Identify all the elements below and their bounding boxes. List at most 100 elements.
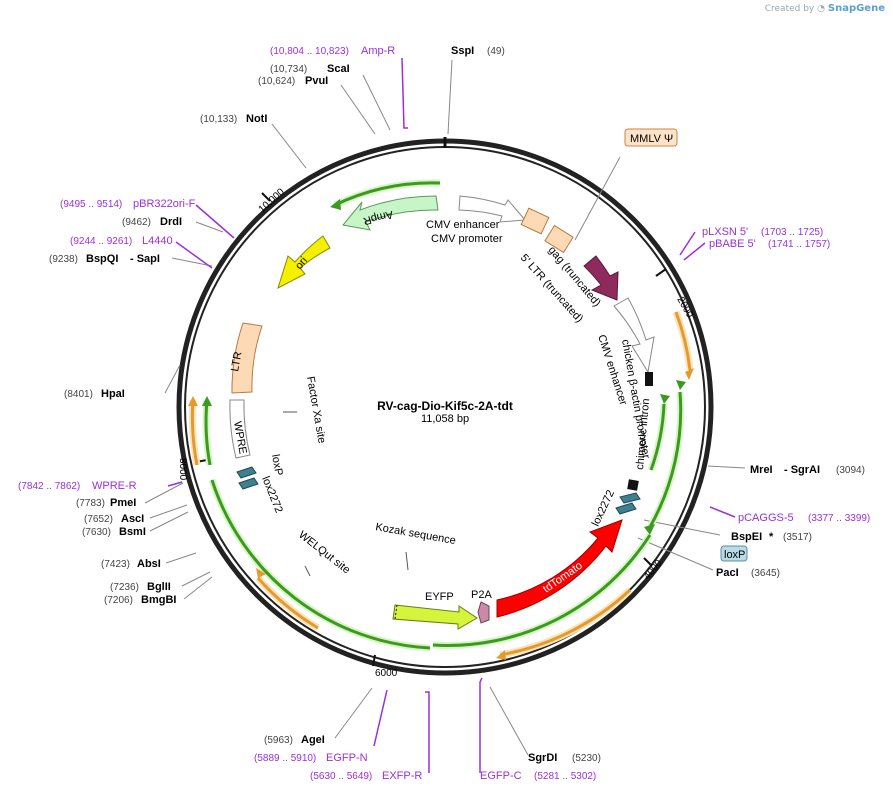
site-mrei-pos: (3094) xyxy=(836,465,865,476)
ltr-box-2 xyxy=(544,224,574,254)
site-labels: SspI (49) ScaI (10,734) PvuI (10,624) No… xyxy=(49,45,865,764)
wpre-label: WPRE xyxy=(231,420,249,455)
primer-egfp-c: EGFP-C xyxy=(480,770,522,782)
kozak-marker xyxy=(405,551,409,571)
site-bglii-pos: (7236) xyxy=(110,582,139,593)
tick-label-10000: 10,000 xyxy=(257,186,287,215)
primer-ampr-pos: (10,804 .. 10,823) xyxy=(270,46,349,57)
primer-egfp-n-pos: (5889 .. 5910) xyxy=(254,753,316,764)
site-pvui-pos: (10,624) xyxy=(258,76,295,87)
welqut-marker xyxy=(304,565,311,577)
right-block-marker xyxy=(627,479,639,491)
kozak-label: Kozak sequence xyxy=(374,521,456,547)
site-drdi-pos: (9462) xyxy=(122,217,151,228)
primer-ampr: Amp-R xyxy=(361,45,395,57)
tdtomato-arrow xyxy=(496,519,623,618)
chimeric-intron-bar xyxy=(645,372,653,386)
primer-l4440-pos: (9244 .. 9261) xyxy=(70,236,132,247)
factor-xa-label: Factor Xa site xyxy=(304,375,328,444)
green-arc-right-inner xyxy=(649,403,666,471)
site-paci: PacI xyxy=(716,567,739,579)
site-bspei-pos: (3517) xyxy=(783,532,812,543)
ori-arrow xyxy=(277,235,331,289)
site-sspi-pos: (49) xyxy=(487,46,505,57)
ltr-left-label: LTR xyxy=(229,351,244,373)
snapgene-credit: Created by ◔ SnapGene xyxy=(765,3,885,14)
site-mrei: MreI xyxy=(750,464,773,476)
loxp-box-label: loxP xyxy=(724,549,745,561)
lox2272-left-marker xyxy=(238,477,259,490)
gag-arrow xyxy=(583,255,619,301)
primer-plxsn: pLXSN 5' xyxy=(702,226,748,238)
loxp-left-marker xyxy=(236,466,257,479)
site-bspqi: BspQI xyxy=(86,253,118,265)
site-bglii: BglII xyxy=(147,581,171,593)
site-agei: AgeI xyxy=(301,734,325,746)
primer-markers xyxy=(167,57,736,773)
p2a-marker xyxy=(477,601,490,624)
orange-arc-right xyxy=(674,311,692,371)
site-bspqi-pos: (9238) xyxy=(49,254,78,265)
plasmid-length: 11,058 bp xyxy=(421,413,469,425)
primer-pbr322ori: pBR322ori-F xyxy=(133,198,196,210)
plasmid-name: RV-cag-Dio-Kif5c-2A-tdt xyxy=(377,399,513,413)
lox2272-left-label: lox2272 xyxy=(259,475,285,515)
primer-exfp-r: EXFP-R xyxy=(382,770,422,782)
site-bsmi-pos: (7630) xyxy=(82,527,111,538)
primer-pbabe-pos: (1741 .. 1757) xyxy=(768,239,830,250)
eyfp-label: EYFP xyxy=(425,591,454,603)
loxp-box xyxy=(720,545,748,562)
site-bmgbi-pos: (7206) xyxy=(104,595,133,606)
cmv-promoter-label: CMV promoter xyxy=(431,233,503,245)
snapgene-logo-icon: ◔ xyxy=(817,4,825,14)
site-sgrdi: SgrDI xyxy=(528,752,557,764)
tick-label-8000: 8000 xyxy=(177,458,188,481)
loxp-inner-label: loxP xyxy=(269,453,285,476)
p2a-label: P2A xyxy=(471,589,492,601)
green-arc-bottom xyxy=(432,534,652,647)
site-pmei: PmeI xyxy=(110,497,136,509)
site-hpai-pos: (8401) xyxy=(64,389,93,400)
site-paci-pos: (3645) xyxy=(751,568,780,579)
primer-egfp-n: EGFP-N xyxy=(326,752,368,764)
primer-l4440: L4440 xyxy=(142,235,173,247)
site-bsmi: BsmI xyxy=(119,526,146,538)
primer-exfp-r-pos: (5630 .. 5649) xyxy=(310,771,372,782)
site-pvui: PvuI xyxy=(305,75,328,87)
welqut-label: WELQut site xyxy=(296,529,352,576)
site-drdi: DrdI xyxy=(160,216,182,228)
site-pmei-pos: (7783) xyxy=(76,498,105,509)
green-arc-left-bottom xyxy=(210,479,431,650)
ampr-arrow xyxy=(342,195,439,231)
green-arc-top xyxy=(334,181,441,207)
site-absi-pos: (7423) xyxy=(101,559,130,570)
site-noti-pos: (10,133) xyxy=(200,114,237,125)
site-leaders xyxy=(144,59,746,756)
tdtomato-label: tdTomato xyxy=(541,560,585,596)
site-hpai: HpaI xyxy=(101,388,125,400)
ltr-left-box xyxy=(231,322,263,394)
cmv-enhancer-top-label: CMV enhancer xyxy=(426,219,500,231)
site-scai-pos: (10,734) xyxy=(270,64,307,75)
wpre-box xyxy=(229,399,251,459)
site-bmgbi: BmgBI xyxy=(141,594,176,606)
site-sgrai: - SgrAI xyxy=(784,464,820,476)
primer-wpre-r: WPRE-R xyxy=(92,480,137,492)
primer-pbabe: pBABE 5' xyxy=(709,238,756,250)
site-scai: ScaI xyxy=(327,63,350,75)
lox2272-right-marker-1 xyxy=(619,492,641,504)
site-sspi: SspI xyxy=(451,45,474,57)
eyfp-arrow xyxy=(392,604,478,630)
site-agei-pos: (5963) xyxy=(264,735,293,746)
site-bspei: BspEI xyxy=(731,531,762,543)
tick-marks xyxy=(195,192,667,667)
lox2272-right-marker-2 xyxy=(615,502,637,515)
site-noti: NotI xyxy=(246,113,267,125)
mmlv-label: MMLV Ψ xyxy=(630,133,673,145)
ltr5-label: 5' LTR (truncated) xyxy=(518,252,585,325)
arc-arrowheads xyxy=(188,199,694,660)
primer-pcaggs5: pCAGGS-5 xyxy=(738,512,794,524)
primer-egfp-c-pos: (5281 .. 5302) xyxy=(534,771,596,782)
lox2272-right-label: lox2272 xyxy=(590,488,617,528)
